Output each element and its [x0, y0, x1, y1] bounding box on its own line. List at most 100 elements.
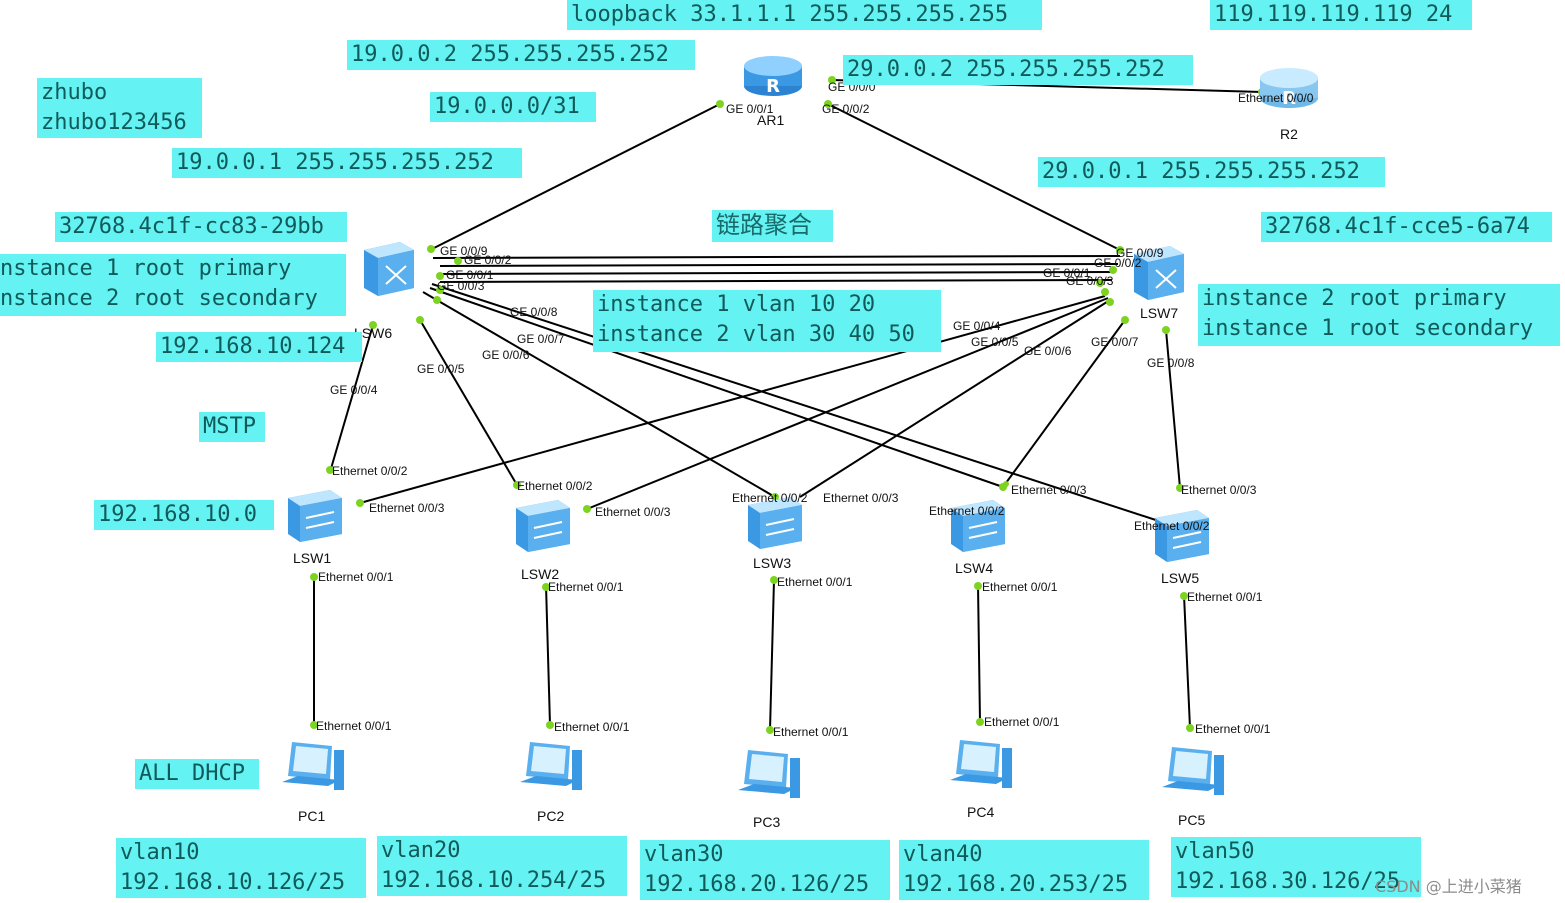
note-lsw7-instance-roles: instance 2 root primary instance 1 root … — [1198, 284, 1560, 346]
pc3-label: PC3 — [753, 814, 781, 830]
note-vlan40: vlan40 192.168.20.253/25 — [899, 840, 1149, 900]
note-lsw6-ip: 192.168.10.124 — [156, 332, 362, 362]
link-lsw6-lsw4 — [429, 287, 1004, 488]
note-vlan10: vlan10 192.168.10.126/25 — [116, 838, 366, 898]
port-lsw1-e002: Ethernet 0/0/2 — [332, 464, 408, 478]
link-lsw6-lsw1 — [329, 324, 374, 473]
note-vlan50: vlan50 192.168.30.126/25 — [1171, 837, 1421, 897]
port-r2-e000: Ethernet 0/0/0 — [1238, 91, 1314, 105]
core-switch-lsw7-icon[interactable] — [1130, 244, 1186, 300]
access-switch-lsw3-icon[interactable] — [746, 497, 804, 549]
note-net-19-31: 19.0.0.0/31 — [430, 92, 596, 122]
access-switch-lsw4-icon[interactable] — [949, 500, 1007, 552]
link-lsw7-lsw5 — [1165, 329, 1181, 489]
port-lsw4-e003: Ethernet 0/0/3 — [1011, 483, 1087, 497]
note-lsw7-bridge-id: 32768.4c1f-cce5-6a74 — [1261, 212, 1552, 242]
pc5-label: PC5 — [1178, 812, 1206, 828]
pc5-icon[interactable] — [1160, 745, 1226, 803]
port-lsw3-e003: Ethernet 0/0/3 — [823, 491, 899, 505]
watermark-text: CSDN @上进小菜猪 — [1375, 877, 1522, 896]
core-switch-lsw6-label: LSW6 — [354, 325, 393, 341]
pc1-icon[interactable] — [280, 740, 346, 798]
port-lsw7-g006: GE 0/0/6 — [1024, 344, 1072, 358]
access-switch-lsw4-label: LSW4 — [955, 560, 994, 576]
link-trunk-1 — [432, 255, 1121, 259]
port-lsw2-e002: Ethernet 0/0/2 — [517, 479, 593, 493]
port-lsw3-e002: Ethernet 0/0/2 — [732, 491, 808, 505]
port-lsw5-e001: Ethernet 0/0/1 — [1187, 590, 1263, 604]
port-lsw1-e001: Ethernet 0/0/1 — [318, 570, 394, 584]
link-lsw4-pc4 — [977, 584, 981, 723]
link-ar1-lsw7 — [827, 103, 1121, 251]
pc2-label: PC2 — [537, 808, 565, 824]
port-lsw6-g008: GE 0/0/8 — [510, 305, 558, 319]
port-lsw6-g006: GE 0/0/6 — [482, 348, 530, 362]
port-ar1-g001: GE 0/0/1 — [726, 102, 774, 116]
svg-text:R: R — [766, 76, 780, 97]
link-ar1-lsw6 — [429, 103, 721, 251]
pc4-icon[interactable] — [948, 738, 1014, 796]
router-r2-label: R2 — [1280, 126, 1298, 142]
port-lsw4-e002: Ethernet 0/0/2 — [929, 504, 1005, 518]
port-pc3-e001: Ethernet 0/0/1 — [773, 725, 849, 739]
port-lsw6-g009: GE 0/0/9 — [440, 244, 488, 258]
core-switch-lsw7-label: LSW7 — [1140, 305, 1179, 321]
note-loopback: loopback 33.1.1.1 255.255.255.255 — [567, 0, 1042, 30]
note-instance-vlans: instance 1 vlan 10 20 instance 2 vlan 30… — [593, 290, 941, 352]
link-trunk-4 — [439, 279, 1113, 283]
note-ip-19-0-0-2: 19.0.0.2 255.255.255.252 — [347, 40, 695, 70]
port-ar1-g002: GE 0/0/2 — [822, 102, 870, 116]
link-lsw5-pc5 — [1183, 594, 1191, 729]
note-vlan20: vlan20 192.168.10.254/25 — [377, 836, 627, 896]
port-lsw7-g009: GE 0/0/9 — [1116, 246, 1164, 260]
port-pc4-e001: Ethernet 0/0/1 — [984, 715, 1060, 729]
port-lsw5-e003: Ethernet 0/0/3 — [1181, 483, 1257, 497]
note-vlan30: vlan30 192.168.20.126/25 — [640, 840, 890, 900]
note-link-aggregation: 链路聚合 — [712, 210, 833, 242]
port-lsw1-e003: Ethernet 0/0/3 — [369, 501, 445, 515]
link-lsw6-lsw5 — [431, 283, 1169, 525]
port-lsw7-g003: GE 0/0/3 — [1066, 274, 1114, 288]
note-net-192-168-10: 192.168.10.0 — [94, 500, 274, 530]
link-lsw7-lsw2 — [586, 297, 1109, 510]
port-lsw6-g001: GE 0/0/1 — [446, 268, 494, 282]
pc2-icon[interactable] — [518, 740, 584, 798]
link-lsw7-lsw1 — [359, 295, 1106, 504]
link-lsw7-lsw4 — [1002, 319, 1126, 488]
router-ar1-label: AR1 — [757, 112, 785, 128]
access-switch-lsw5-icon[interactable] — [1153, 510, 1211, 562]
note-mstp: MSTP — [199, 412, 265, 442]
note-ip-29-0-0-2: 29.0.0.2 255.255.255.252 — [843, 55, 1193, 85]
port-lsw2-e001: Ethernet 0/0/1 — [548, 580, 624, 594]
access-switch-lsw5-label: LSW5 — [1161, 570, 1200, 586]
port-lsw7-g007: GE 0/0/7 — [1091, 335, 1139, 349]
core-switch-lsw6-icon[interactable] — [360, 240, 416, 296]
port-lsw3-e001: Ethernet 0/0/1 — [777, 575, 853, 589]
link-lsw7-lsw3 — [799, 299, 1111, 498]
port-lsw5-e002: Ethernet 0/0/2 — [1134, 519, 1210, 533]
port-lsw2-e003: Ethernet 0/0/3 — [595, 505, 671, 519]
router-ar1-icon[interactable]: R — [742, 50, 804, 98]
access-switch-lsw2-label: LSW2 — [521, 566, 560, 582]
port-lsw6-g005: GE 0/0/5 — [417, 362, 465, 376]
access-switch-lsw1-icon[interactable] — [286, 490, 344, 542]
pc3-icon[interactable] — [736, 748, 802, 806]
link-trunk-2 — [439, 263, 1119, 267]
port-pc2-e001: Ethernet 0/0/1 — [554, 720, 630, 734]
link-lsw6-lsw3 — [422, 291, 776, 498]
router-r2-icon[interactable]: R — [1258, 62, 1320, 110]
access-switch-lsw3-label: LSW3 — [753, 555, 792, 571]
port-lsw6-g004: GE 0/0/4 — [330, 383, 378, 397]
access-switch-lsw2-icon[interactable] — [514, 500, 572, 552]
note-all-dhcp: ALL DHCP — [135, 759, 259, 789]
port-lsw7-g002: GE 0/0/2 — [1094, 256, 1142, 270]
link-trunk-3 — [436, 271, 1116, 275]
port-pc5-e001: Ethernet 0/0/1 — [1195, 722, 1271, 736]
pc4-label: PC4 — [967, 804, 995, 820]
port-lsw7-g008: GE 0/0/8 — [1147, 356, 1195, 370]
port-lsw7-g004: GE 0/0/4 — [953, 319, 1001, 333]
port-lsw6-g003: GE 0/0/3 — [437, 279, 485, 293]
link-lsw3-pc3 — [769, 579, 775, 731]
port-lsw4-e001: Ethernet 0/0/1 — [982, 580, 1058, 594]
